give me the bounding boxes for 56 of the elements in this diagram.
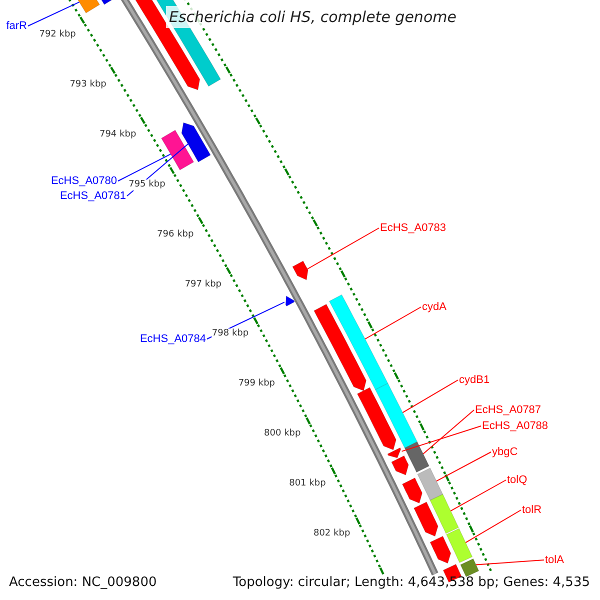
- gene-bar: [446, 528, 473, 563]
- scale-label: 798 kbp: [212, 328, 249, 340]
- accession-text: Accession: NC_009800: [9, 574, 157, 592]
- scale-label: 801 kbp: [289, 478, 326, 490]
- scale-label: 797 kbp: [184, 279, 222, 290]
- leader-line: [401, 426, 482, 452]
- leader-line: [28, 2, 80, 26]
- leader-line: [118, 154, 172, 182]
- gene-bar: [292, 260, 308, 280]
- scale-label: 795 kbp: [128, 180, 166, 190]
- scale-label: 793 kbp: [70, 80, 106, 91]
- gene-bar: [314, 304, 366, 392]
- leader-line: [436, 452, 492, 482]
- scale-label: 796 kbp: [157, 229, 194, 240]
- gene-bar: [430, 536, 452, 564]
- genome-summary-text: Topology: circular; Length: 4,643,538 bp; Genes: 4,535: [232, 574, 590, 592]
- gene-bar: [285, 296, 295, 306]
- gene-bar: [387, 447, 402, 458]
- gene-label: tolR: [522, 503, 542, 517]
- gene-bar: [430, 494, 459, 534]
- gene-label: EcHS_A0784: [140, 332, 206, 346]
- gene-label: tolA: [545, 553, 564, 567]
- gene-label: ybgC: [492, 445, 518, 459]
- gene-bar: [414, 502, 438, 537]
- gene-label: EcHS_A0781: [60, 189, 126, 203]
- gene-bar: [375, 383, 418, 448]
- gene-label: cydA: [422, 300, 446, 314]
- gene-bar: [460, 558, 480, 577]
- gene-bar: [417, 468, 444, 501]
- scale-label: 792 kbp: [39, 30, 76, 41]
- leader-line: [306, 228, 380, 270]
- gene-bar: [404, 441, 430, 472]
- gene-label: EcHS_A0787: [475, 403, 542, 417]
- gene-bar: [161, 130, 194, 170]
- gene-bar: [357, 387, 396, 450]
- gene-label: EcHS_A0780: [50, 174, 117, 188]
- gene-label: EcHS_A0783: [380, 221, 446, 235]
- gene-bar: [391, 455, 409, 476]
- leader-line: [465, 510, 522, 544]
- scale-label: 800 kbp: [264, 428, 301, 440]
- leader-line: [364, 306, 422, 340]
- gene-label: farR: [6, 19, 27, 33]
- gene-bar: [76, 0, 100, 14]
- gene-bar: [181, 122, 211, 162]
- gene-bar: [329, 294, 388, 390]
- gene-label: cydB1: [459, 373, 490, 387]
- gene-label: tolQ: [507, 473, 528, 487]
- leader-line: [402, 380, 458, 414]
- leader-line: [450, 480, 506, 512]
- scale-label: 794 kbp: [99, 130, 136, 141]
- leader-line: [476, 560, 544, 566]
- scale-label: 799 kbp: [238, 378, 275, 390]
- gene-bar: [402, 478, 422, 504]
- leader-line: [422, 410, 474, 454]
- scale-label: 802 kbp: [313, 528, 350, 540]
- gene-label: EcHS_A0788: [482, 419, 548, 433]
